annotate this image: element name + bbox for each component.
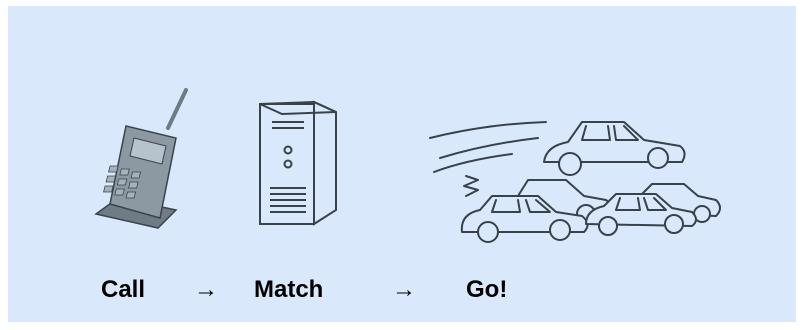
arrow-2: →	[392, 276, 416, 304]
diagram-panel: Call → Match → Go!	[8, 6, 796, 322]
server-tower-icon	[248, 98, 348, 228]
mobile-phone-icon	[88, 86, 198, 236]
arrow-1: →	[194, 276, 218, 304]
cars-icon	[426, 114, 726, 244]
step-label-call: Call	[101, 276, 145, 304]
step-label-go: Go!	[466, 276, 507, 304]
step-label-match: Match	[254, 276, 323, 304]
